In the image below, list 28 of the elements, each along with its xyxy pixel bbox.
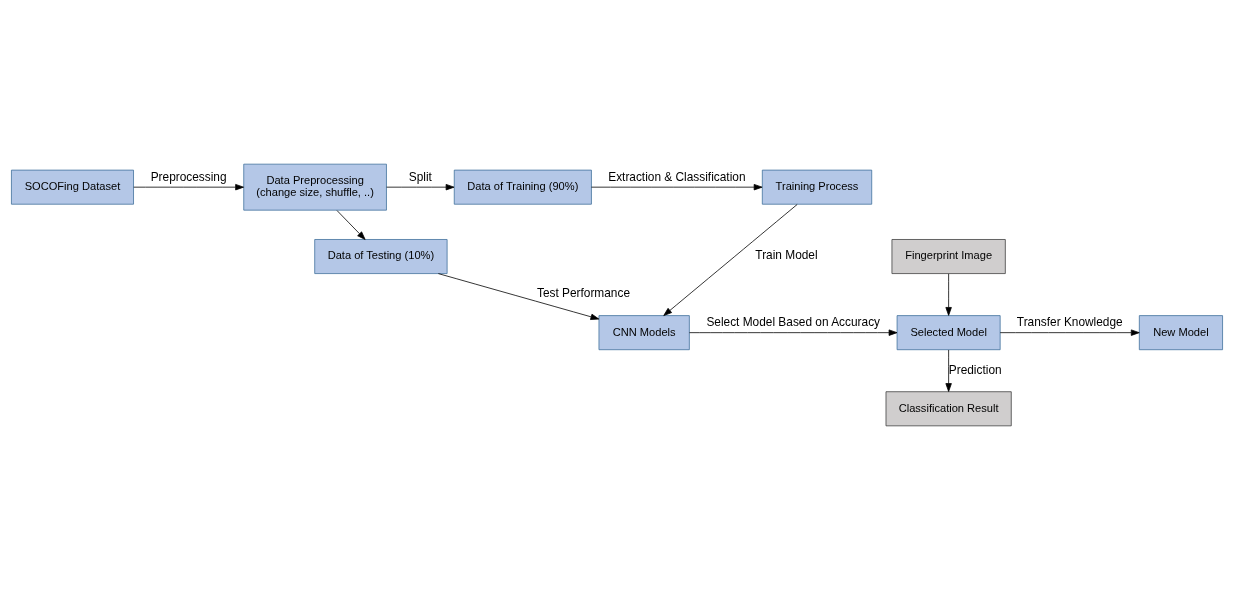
arrow [999, 329, 1140, 336]
arrow [591, 184, 763, 191]
node-box: Classification Result [885, 391, 1012, 427]
edge-label: Train Model [755, 248, 818, 263]
arrow [689, 329, 898, 336]
edge-label: Preprocessing [150, 169, 227, 184]
edge-label: Extraction & Classification [608, 169, 746, 184]
edge-label: Transfer Knowledge [1016, 315, 1123, 330]
arrow [133, 184, 244, 191]
node-box: Selected Model [896, 315, 1001, 351]
node-box: Training Process [761, 169, 873, 205]
edge-label: Select Model Based on Accuracy [706, 315, 881, 330]
arrow [437, 273, 600, 320]
arrow [945, 273, 952, 316]
node-box: Data of Training (90%) [453, 169, 592, 205]
edge-label: Prediction [948, 362, 1002, 377]
edge-label: Test Performance [536, 286, 631, 301]
edge-label: Split [408, 169, 432, 184]
node-box: CNN Models [598, 315, 690, 351]
node-box: New Model [1138, 315, 1223, 351]
arrow [336, 210, 366, 240]
node-box: SOCOFing Dataset [11, 169, 134, 205]
arrow [945, 349, 952, 392]
node-box: Data Preprocessing (change size, shuffle, ..) [243, 163, 387, 211]
node-box: Data of Testing (10%) [314, 239, 448, 274]
arrow [663, 204, 798, 316]
node-box: Fingerprint Image [891, 239, 1006, 274]
arrow [386, 184, 455, 191]
